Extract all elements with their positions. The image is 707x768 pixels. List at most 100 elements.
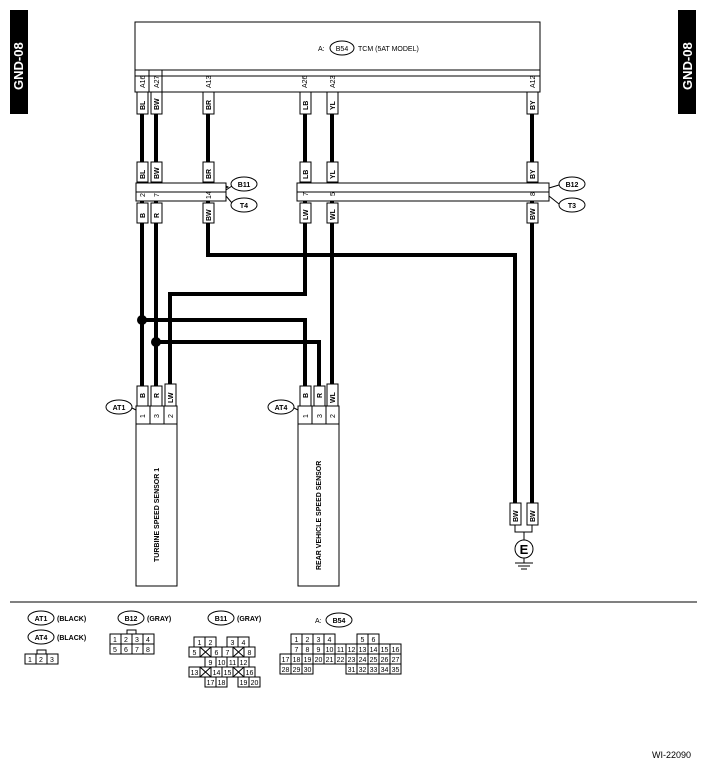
pin-number: 1	[303, 414, 310, 418]
tcm-prefix: A:	[318, 46, 325, 53]
legend-b54-pin: 34	[381, 667, 389, 674]
connector-at1-label: AT1	[113, 405, 126, 412]
wire-label: BW	[513, 510, 520, 522]
legend-b12-color: (GRAY)	[147, 616, 171, 623]
legend-b11-pin: 2	[209, 640, 213, 647]
legend-b54-pin: 33	[370, 667, 378, 674]
wire-label: BY	[530, 169, 537, 179]
legend-b11-pin: 5	[193, 650, 197, 657]
pin-number: 3	[154, 414, 161, 418]
pin-number: 8	[530, 192, 537, 196]
legend-b12-pin: 4	[146, 637, 150, 644]
connector-t3-label: T3	[568, 203, 576, 210]
wire-label: BW	[530, 510, 537, 522]
connector-at4-oval	[267, 399, 295, 415]
legend-b54-pin: 12	[348, 647, 356, 654]
legend-at-connectors: AT1 (BLACK) AT4 (BLACK) 1 2 3	[24, 610, 86, 665]
legend-b12-pin: 7	[135, 647, 139, 654]
legend-b11-pin: 6	[215, 650, 219, 657]
connector-b12: LB YL BY 7 5 8 LW WL BW B12 T3	[296, 161, 586, 224]
legend-b11-pin-blank	[199, 666, 212, 678]
wire-label: B	[140, 213, 147, 218]
legend-b11-pin-cell	[248, 676, 261, 688]
pin-number: 3	[317, 414, 324, 418]
tcm-connector-label: B54	[336, 46, 349, 53]
legend-b11-label: B11	[215, 616, 228, 623]
legend-b12-pin: 6	[124, 647, 128, 654]
wire-label: LB	[303, 101, 310, 110]
legend-b54-pin: 10	[326, 647, 334, 654]
legend-b12-pin: 1	[113, 637, 117, 644]
wire-label: BW	[154, 98, 161, 110]
legend-b11-pin-blank	[232, 646, 245, 658]
legend-b54-pin-cell	[301, 663, 314, 675]
pin-number: 2	[140, 193, 147, 197]
legend-b54-pin: 19	[304, 657, 312, 664]
legend-b11-pin: 9	[209, 660, 213, 667]
tcm-title: TCM (5AT MODEL)	[358, 46, 419, 53]
legend-b11-color: (GRAY)	[237, 616, 261, 623]
legend-b12-pin: 5	[113, 647, 117, 654]
legend-b54-pin: 2	[306, 637, 310, 644]
right-tab-label: GND-08	[680, 42, 695, 90]
wire-label: BL	[140, 169, 147, 179]
wire-labels-top: BL BW BR LB YL BY	[136, 91, 539, 115]
splice-point	[151, 337, 161, 347]
legend-b11-pin-blank	[199, 646, 212, 658]
legend-b12-oval	[117, 610, 145, 626]
legend-b54-pin: 18	[293, 657, 301, 664]
pin-number: 7	[154, 193, 161, 197]
wire-label: R	[154, 213, 161, 218]
legend-b11-pin: 3	[231, 640, 235, 647]
wire-label: YL	[330, 169, 337, 179]
pin-number: 14	[206, 191, 213, 199]
tcm-connector-oval	[329, 40, 355, 56]
wire-label: LB	[303, 170, 310, 179]
connector-b11-oval	[230, 176, 258, 192]
legend-b11-pin: 11	[229, 660, 236, 667]
legend-b54-pin: 17	[282, 657, 290, 664]
wire-label: BY	[530, 100, 537, 110]
legend-b12-pin: 2	[124, 637, 128, 644]
legend-b54-pin: 7	[295, 647, 299, 654]
legend-b54-pin: 21	[326, 657, 334, 664]
legend-b11-pin: 7	[226, 650, 230, 657]
legend-b54-pin: 14	[370, 647, 378, 654]
splice-point	[137, 315, 147, 325]
connector-t4-oval	[230, 197, 258, 213]
legend-b11-pin: 16	[246, 670, 254, 677]
tcm-pin: A13	[206, 75, 213, 88]
legend-at4-label: AT4	[35, 635, 48, 642]
legend-b54-pin: 20	[315, 657, 323, 664]
tcm-pin: A12	[530, 75, 537, 88]
legend-b12-pin: 3	[135, 637, 139, 644]
wire-label: BR	[206, 169, 213, 179]
legend-b54-pin: 23	[348, 657, 356, 664]
pin-number: 2	[168, 414, 175, 418]
legend-at4-oval	[27, 629, 55, 645]
sensor2-name: REAR VEHICLE SPEED SENSOR	[316, 461, 323, 570]
legend-b54-pin: 31	[348, 667, 356, 674]
wire-label: R	[154, 393, 161, 398]
legend-b54-pin: 32	[359, 667, 367, 674]
wire-label: BW	[206, 209, 213, 221]
pin-number: 2	[330, 414, 337, 418]
legend-b54-pin: 9	[317, 647, 321, 654]
legend-b54-pin: 25	[370, 657, 378, 664]
legend-b11-pin: 14	[213, 670, 221, 677]
legend-at-pin: 2	[39, 657, 43, 664]
connector-at1-oval	[105, 399, 133, 415]
pin-number: 7	[303, 192, 310, 196]
legend-b54-pin: 30	[304, 667, 312, 674]
legend-b11-pin: 12	[240, 660, 248, 667]
tcm-pin: A16	[140, 75, 147, 88]
legend-b12: B12 (GRAY) 1 2 3 4 5 6 7 8	[109, 610, 171, 655]
legend-b54-pin: 28	[282, 667, 290, 674]
turbine-speed-sensor-1: B R LW 1 3 2 TURBINE SPEED SENSOR 1 AT1	[105, 383, 178, 587]
connector-b11: BL BW BR 2 7 14 B R BW B11 T4	[135, 161, 258, 224]
tcm-pin: A26	[302, 75, 309, 88]
sensor1-name: TURBINE SPEED SENSOR 1	[154, 468, 161, 562]
